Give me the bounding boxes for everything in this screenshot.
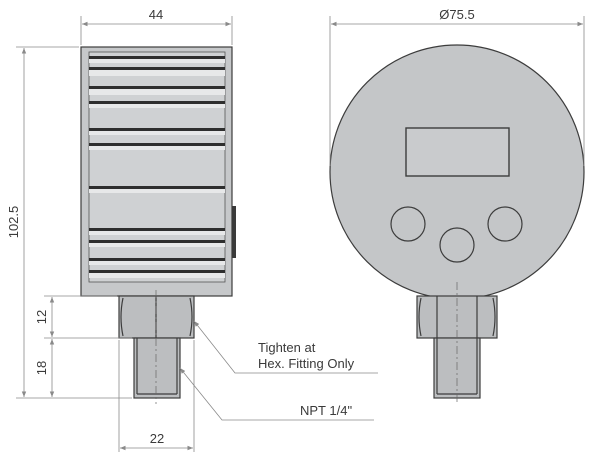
dim-diameter: Ø75.5 bbox=[329, 7, 585, 166]
front-view bbox=[329, 44, 585, 404]
side-view bbox=[80, 46, 236, 404]
callout-thread: NPT 1/4" bbox=[179, 367, 374, 421]
dim-label-12: 12 bbox=[34, 310, 49, 324]
dim-label-18: 18 bbox=[34, 361, 49, 375]
left-button bbox=[390, 206, 426, 242]
thread-side bbox=[133, 337, 181, 399]
dim-thread-height: 18 bbox=[34, 339, 55, 397]
dim-side-width: 44 bbox=[80, 7, 233, 45]
right-button bbox=[487, 206, 523, 242]
dim-hex-width: 22 bbox=[118, 340, 195, 452]
callout-tighten: Tighten at Hex. Fitting Only bbox=[193, 320, 378, 374]
dim-label-44: 44 bbox=[149, 7, 163, 22]
callout-tighten-line2: Hex. Fitting Only bbox=[258, 356, 355, 371]
dim-hex-height: 12 bbox=[34, 295, 132, 339]
hex-fitting-side bbox=[118, 295, 195, 339]
dim-label-diameter: Ø75.5 bbox=[439, 7, 474, 22]
side-grooves bbox=[89, 56, 225, 278]
dim-label-22: 22 bbox=[150, 431, 164, 446]
center-button bbox=[439, 227, 475, 263]
display-window bbox=[405, 127, 510, 177]
dim-label-height: 102.5 bbox=[6, 206, 21, 239]
dim-height: 102.5 bbox=[6, 46, 132, 399]
side-tab bbox=[232, 206, 236, 258]
callout-tighten-line1: Tighten at bbox=[258, 340, 316, 355]
callout-thread-spec: NPT 1/4" bbox=[300, 403, 352, 418]
